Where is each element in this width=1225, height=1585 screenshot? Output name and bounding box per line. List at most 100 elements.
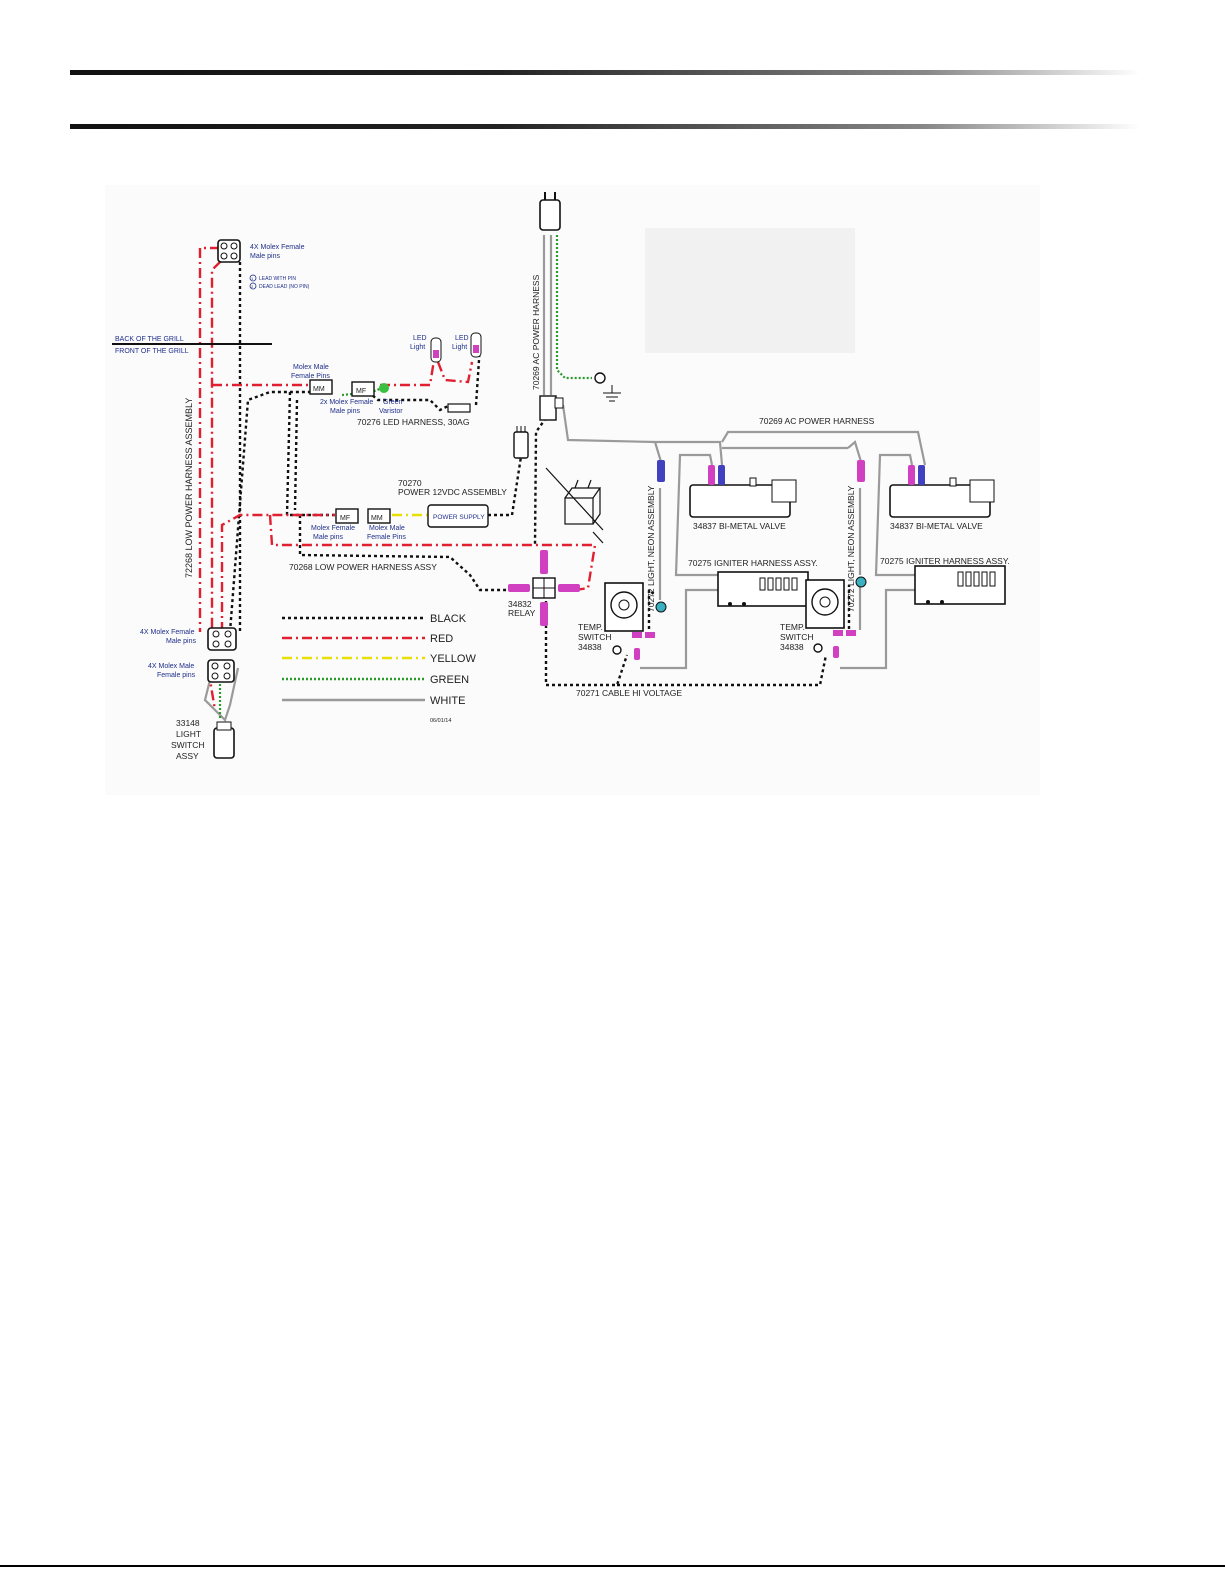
white-wire <box>656 440 724 466</box>
label-temp-switch-2b: SWITCH <box>780 632 814 642</box>
black-wire <box>533 417 547 546</box>
legend-label-white: WHITE <box>430 695 465 707</box>
label-led-light-1b: Light <box>410 344 425 351</box>
black-wire <box>647 587 656 635</box>
neon-terminal-1 <box>657 460 665 482</box>
legend: BLACK RED YELLOW GREEN WHITE <box>282 613 476 707</box>
label-lead-with-pin: LEAD WITH PIN <box>259 276 296 282</box>
label-molex-4x-male-b: Female pins <box>157 672 196 679</box>
ground-symbol <box>594 372 621 402</box>
blank-note-panel <box>645 228 855 353</box>
white-wire <box>840 588 915 670</box>
light-switch <box>213 721 235 759</box>
label-light-switch-b: LIGHT <box>176 729 201 739</box>
temp-switch-2 <box>805 579 856 658</box>
label-molex-4x-male-a: 4X Molex Male <box>148 663 194 670</box>
label-temp-switch-1c: 34838 <box>578 642 602 652</box>
label-bimetal-valve-1: 34837 BI-METAL VALVE <box>693 521 786 531</box>
svg-text:MF: MF <box>356 388 366 395</box>
svg-text:POWER SUPPLY: POWER SUPPLY <box>433 514 485 521</box>
black-wire <box>293 399 299 511</box>
red-wire <box>436 361 474 384</box>
label-ac-power-harness-v: 70269 AC POWER HARNESS <box>531 274 541 390</box>
neon-light-1 <box>655 601 667 613</box>
white-wire <box>561 404 664 466</box>
molex-4x-bottom <box>207 627 237 651</box>
white-wire <box>203 667 240 723</box>
label-dead-lead: DEAD LEAD (NO PIN) <box>259 284 310 290</box>
label-front-of-grill: FRONT OF THE GRILL <box>115 348 189 355</box>
label-molex-4x-bottom-a: 4X Molex Female <box>140 629 195 636</box>
label-led-light-1a: LED <box>413 335 427 342</box>
header-rule-bottom <box>70 124 1140 129</box>
green-wire <box>341 386 383 397</box>
black-wire <box>488 449 524 517</box>
label-light-neon-1: 70272 LIGHT, NEON ASSEMBLY <box>646 485 656 612</box>
ac-plug <box>539 192 561 231</box>
green-wire <box>555 235 592 380</box>
label-led-light-2a: LED <box>455 335 469 342</box>
label-light-neon-2: 70272 LIGHT, NEON ASSEMBLY <box>846 485 856 612</box>
label-molex-male-2b: Female Pins <box>367 534 406 541</box>
molex-4x-top <box>217 239 241 263</box>
label-power-12vdc-a: 70270 <box>398 478 422 488</box>
igniter-harness-1 <box>717 571 809 607</box>
label-green-varistor-b: Varistor <box>379 408 403 415</box>
svg-text:MM: MM <box>313 386 325 393</box>
white-wire <box>640 588 720 670</box>
white-wires <box>203 235 927 723</box>
label-date: 06/01/14 <box>430 718 451 724</box>
diagram-background <box>105 185 1040 795</box>
igniter-harness-2 <box>914 565 1006 605</box>
header-rule-top <box>70 70 1140 75</box>
label-molex-male-1a: Molex Male <box>293 364 329 371</box>
label-molex-male-1b: Female Pins <box>291 373 330 380</box>
label-relay-b: RELAY <box>508 608 536 618</box>
legend-label-black: BLACK <box>430 613 467 625</box>
red-wire <box>220 513 335 632</box>
black-wire <box>544 595 629 687</box>
power-plug-connector <box>513 426 529 459</box>
led-light-1 <box>430 337 442 363</box>
label-light-switch-a: 33148 <box>176 718 200 728</box>
pin-dead-lead-icon <box>249 282 257 290</box>
label-temp-switch-2c: 34838 <box>780 642 804 652</box>
label-back-of-grill: BACK OF THE GRILL <box>115 336 184 343</box>
label-molex-male-2a: Molex Male <box>369 525 405 532</box>
neon-light-2 <box>855 576 867 588</box>
label-green-varistor-a: Green <box>383 399 403 406</box>
label-igniter-harness-1: 70275 IGNITER HARNESS ASSY. <box>688 558 818 568</box>
label-cable-hi-voltage: 70271 CABLE HI VOLTAGE <box>576 688 682 698</box>
neon-terminal-2 <box>857 460 865 482</box>
svg-text:MF: MF <box>340 515 350 522</box>
legend-label-yellow: YELLOW <box>430 653 476 665</box>
red-wire <box>268 514 597 592</box>
white-wire <box>674 453 720 577</box>
relay-plug-illustration <box>545 467 604 544</box>
bimetal-valve-1 <box>689 465 797 518</box>
red-wire <box>380 359 436 387</box>
power-supply: POWER SUPPLY <box>427 504 489 528</box>
label-molex-female-2a: Molex Female <box>311 525 355 532</box>
ac-connector-block <box>539 395 564 421</box>
connector-mm-2: MM <box>367 508 391 524</box>
label-temp-switch-2a: TEMP. <box>780 622 805 632</box>
pin-symbol-b: 2 <box>251 284 254 289</box>
label-low-power-harness-assy: 70268 LOW POWER HARNESS ASSY <box>289 562 437 572</box>
label-molex-2x-b: Male pins <box>330 408 360 415</box>
white-wire <box>874 453 915 577</box>
label-led-light-2b: Light <box>452 344 467 351</box>
molex-4x-male <box>207 659 235 683</box>
label-light-switch-d: ASSY <box>176 751 199 761</box>
relay <box>508 550 580 626</box>
label-molex-4x-top-line2: Male pins <box>250 253 280 260</box>
bimetal-valve-2 <box>889 465 995 518</box>
green-varistor <box>379 383 389 393</box>
label-temp-switch-1b: SWITCH <box>578 632 612 642</box>
label-led-harness: 70276 LED HARNESS, 30AG <box>357 417 469 427</box>
white-wire <box>847 440 864 466</box>
pin-symbol-a: 1 <box>251 276 254 281</box>
label-igniter-harness-2: 70275 IGNITER HARNESS ASSY. <box>880 556 1010 566</box>
label-power-12vdc-b: POWER 12VDC ASSEMBLY <box>398 487 507 497</box>
